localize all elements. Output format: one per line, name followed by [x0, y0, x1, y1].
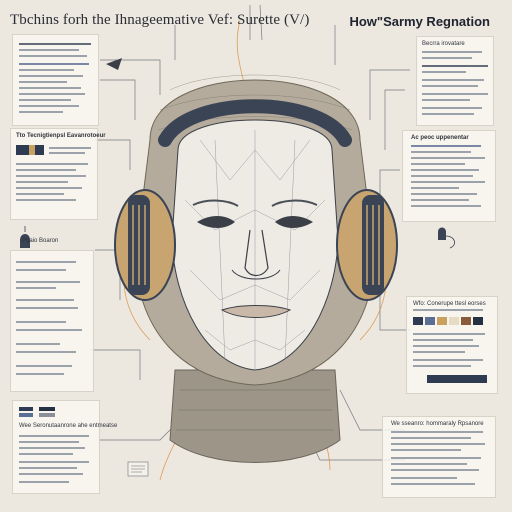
info-panel-top-left [12, 34, 99, 126]
panel-caption: Tto Tecnigtienpsl Eavanrotoeur [16, 133, 106, 139]
right-eye [275, 216, 313, 228]
mouse-icon [438, 227, 456, 249]
right-ear-cup [336, 189, 398, 301]
swatch [437, 317, 447, 325]
headphones-icon [158, 99, 352, 147]
panel-caption: Wfo: Conerupe ttesl eorses [413, 301, 486, 307]
info-panel-right-lower: Wfo: Conerupe ttesl eorses [406, 296, 498, 394]
mouse-icon [20, 226, 30, 248]
swatch [413, 317, 423, 325]
mouth [220, 305, 292, 318]
arrow-icon [106, 58, 122, 70]
small-caption: Pgaio Boaron [22, 238, 59, 244]
nose [244, 229, 269, 277]
panel-caption: Wee Seronutaanrone ahe entmeatse [19, 423, 118, 429]
panel-caption: Ac peoc uppenentar [411, 135, 469, 141]
section-title: How"Sarmy Regnation [349, 14, 490, 29]
document-icon [127, 461, 149, 477]
swatch [425, 317, 435, 325]
left-eye [197, 216, 235, 228]
swatch [473, 317, 483, 325]
info-panel-top-right: Becrra irovatare [416, 36, 494, 126]
info-panel-bottom-right: We sseanro: hommaraly Rpsanore [382, 416, 496, 498]
info-panel-mid-left: Tto Tecnigtienpsl Eavanrotoeur [10, 128, 106, 220]
neck-collar [169, 369, 341, 463]
info-panel-mid-right: Ac peoc uppenentar [402, 130, 496, 222]
info-panel-bottom-left: Wee Seronutaanrone ahe entmeatse [12, 400, 117, 494]
swatch [461, 317, 471, 325]
left-ear-cup [114, 189, 176, 301]
info-panel-left-lower [10, 250, 94, 392]
page-title: Tbchins forh the Ihnageemative Vef: Sure… [10, 12, 310, 28]
panel-caption: Becrra irovatare [422, 41, 465, 47]
panel-caption: We sseanro: hommaraly Rpsanore [391, 421, 484, 427]
swatch [449, 317, 459, 325]
